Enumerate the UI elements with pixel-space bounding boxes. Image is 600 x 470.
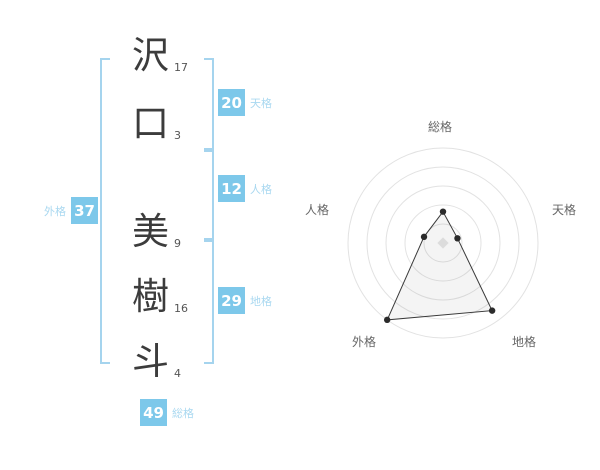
name-character-row: 口 3 xyxy=(132,102,181,145)
chikaku-label: 地格 xyxy=(250,294,272,308)
soukaku-group: 49 総格 xyxy=(140,399,194,426)
radar-grid-ring xyxy=(385,185,501,301)
name-character-row: 樹 16 xyxy=(132,275,188,318)
radar-axis-label: 人格 xyxy=(305,202,329,217)
soukaku-label: 総格 xyxy=(172,406,194,420)
radar-data-point xyxy=(454,235,461,242)
radar-axis-label: 天格 xyxy=(552,202,576,217)
stroke-count: 17 xyxy=(174,60,188,74)
chikaku-group: 29 地格 xyxy=(218,287,272,314)
radar-axis-label: 総格 xyxy=(428,119,452,134)
radar-axis-label: 地格 xyxy=(512,334,536,349)
radar-data-point xyxy=(383,316,391,324)
name-character-row: 斗 4 xyxy=(132,340,181,383)
fortune-radar-chart: 総格天格地格 外格 人格 xyxy=(300,105,590,385)
chikaku-bracket xyxy=(204,240,214,364)
name-character: 沢 xyxy=(132,34,169,77)
name-character-row: 沢 17 xyxy=(132,34,188,77)
chikaku-value-badge: 29 xyxy=(218,287,245,314)
radar-data-point xyxy=(439,208,447,215)
name-character: 樹 xyxy=(132,275,169,318)
tenkaku-bracket xyxy=(204,58,214,150)
name-character: 美 xyxy=(132,210,169,253)
jinkaku-label: 人格 xyxy=(250,182,272,196)
name-character: 斗 xyxy=(132,340,169,383)
jinkaku-bracket xyxy=(204,150,214,240)
name-character: 口 xyxy=(132,102,169,145)
gaikaku-bracket xyxy=(100,58,110,364)
stroke-count: 9 xyxy=(174,236,181,250)
name-character-row: 美 9 xyxy=(132,210,181,253)
gaikaku-label: 外格 xyxy=(44,204,66,218)
tenkaku-value-badge: 20 xyxy=(218,89,245,116)
tenkaku-group: 20 天格 xyxy=(218,89,272,116)
stroke-count: 4 xyxy=(174,366,181,380)
radar-data-point xyxy=(488,307,496,314)
stroke-count: 3 xyxy=(174,128,181,142)
radar-data-polygon xyxy=(386,210,493,321)
radar-grid-ring xyxy=(366,166,520,320)
gaikaku-group: 外格 37 xyxy=(44,197,98,224)
radar-grid-ring xyxy=(404,204,482,282)
gaikaku-value-badge: 37 xyxy=(71,197,98,224)
radar-axis-label: 外格 xyxy=(352,334,376,349)
radar-center-marker xyxy=(437,237,449,249)
soukaku-value-badge: 49 xyxy=(140,399,167,426)
jinkaku-value-badge: 12 xyxy=(218,175,245,202)
radar-grid-ring xyxy=(347,147,539,339)
stroke-count: 16 xyxy=(174,301,188,315)
radar-data-point xyxy=(420,233,428,241)
radar-grid-ring xyxy=(423,223,463,263)
jinkaku-group: 12 人格 xyxy=(218,175,272,202)
tenkaku-label: 天格 xyxy=(250,96,272,110)
